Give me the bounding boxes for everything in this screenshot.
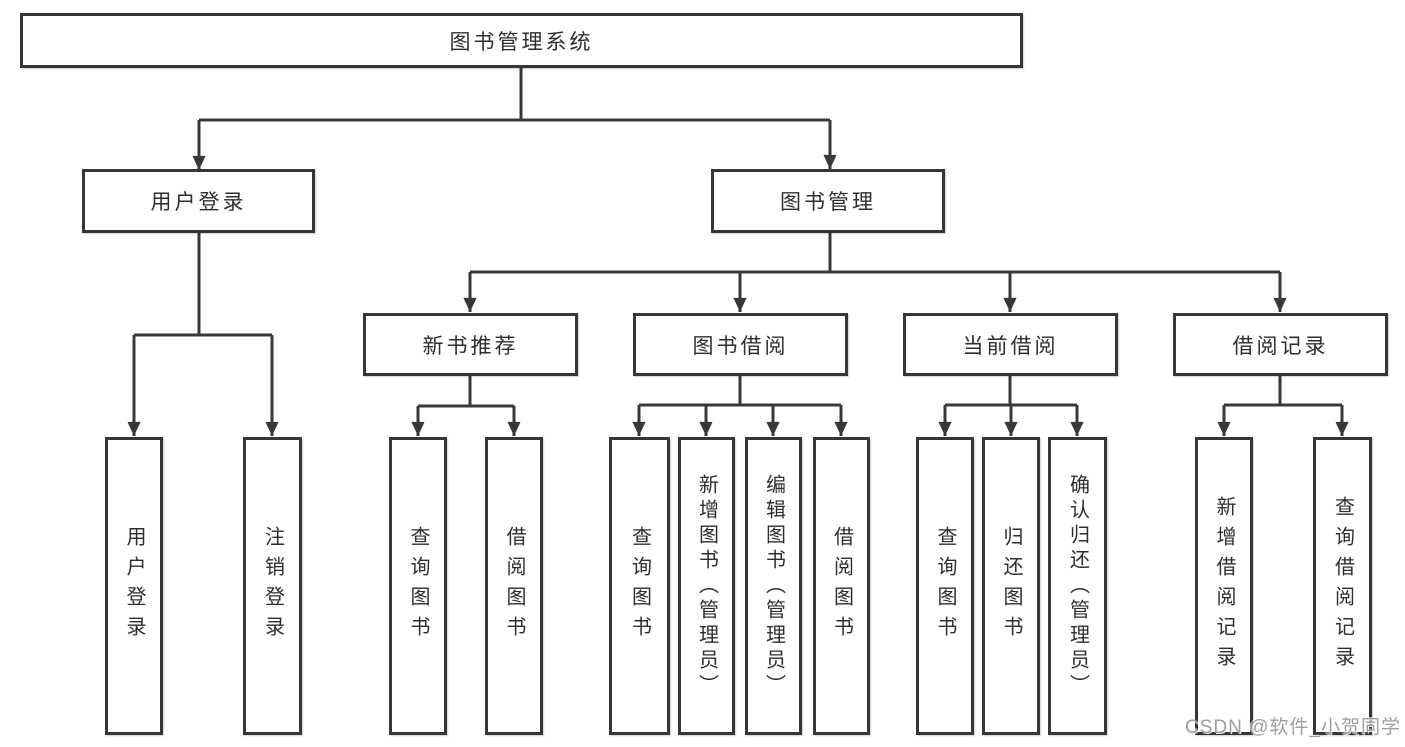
leaf-user-login-1: 注销登录 bbox=[243, 437, 302, 735]
leaf-new-book-0-label: 查询图书 bbox=[407, 526, 429, 646]
leaf-borrow-records-0: 新增借阅记录 bbox=[1195, 437, 1253, 735]
watermark: CSDN @软件_小贺同学 bbox=[1185, 717, 1401, 738]
node-new-book: 新书推荐 bbox=[363, 313, 578, 376]
leaf-book-borrow-2: 编辑图书（管理员） bbox=[745, 437, 802, 735]
node-user-login: 用户登录 bbox=[82, 169, 315, 233]
leaf-current-borrow-1-label: 归还图书 bbox=[1000, 526, 1022, 646]
connector-current-borrow-branch bbox=[938, 376, 1084, 437]
node-book-mgmt: 图书管理 bbox=[711, 169, 945, 233]
leaf-book-borrow-1: 新增图书（管理员） bbox=[678, 437, 735, 735]
leaf-book-borrow-3: 借阅图书 bbox=[813, 437, 870, 735]
node-book-mgmt-label: 图书管理 bbox=[780, 191, 876, 214]
node-root-label: 图书管理系统 bbox=[449, 30, 594, 54]
leaf-book-borrow-0-label: 查询图书 bbox=[628, 526, 651, 646]
leaf-book-borrow-2-label: 编辑图书（管理员） bbox=[762, 473, 785, 699]
node-book-borrow: 图书借阅 bbox=[633, 313, 848, 376]
leaf-current-borrow-2: 确认归还（管理员） bbox=[1048, 437, 1107, 735]
connector-book-mgmt-branch bbox=[463, 233, 1287, 313]
leaf-book-borrow-1-label: 新增图书（管理员） bbox=[695, 473, 718, 699]
leaf-borrow-records-1-label: 查询借阅记录 bbox=[1331, 496, 1354, 676]
node-new-book-label: 新书推荐 bbox=[422, 334, 519, 358]
connector-borrow-records-branch bbox=[1217, 376, 1349, 437]
node-borrow-records-label: 借阅记录 bbox=[1232, 334, 1329, 358]
connector-root-branch bbox=[192, 68, 837, 170]
node-root: 图书管理系统 bbox=[20, 13, 1023, 68]
leaf-book-borrow-3-label: 借阅图书 bbox=[830, 526, 853, 646]
leaf-current-borrow-0: 查询图书 bbox=[916, 437, 974, 735]
node-user-login-label: 用户登录 bbox=[150, 191, 247, 214]
leaf-current-borrow-0-label: 查询图书 bbox=[934, 526, 956, 646]
leaf-user-login-0-label: 用户登录 bbox=[123, 526, 145, 646]
leaf-book-borrow-0: 查询图书 bbox=[609, 437, 670, 735]
connector-user-login-branch bbox=[127, 233, 279, 437]
node-book-borrow-label: 图书借阅 bbox=[692, 334, 789, 358]
leaf-user-login-1-label: 注销登录 bbox=[261, 526, 284, 646]
connector-book-borrow-branch bbox=[632, 376, 848, 437]
leaf-current-borrow-1: 归还图书 bbox=[982, 437, 1040, 735]
leaf-new-book-1-label: 借阅图书 bbox=[503, 526, 525, 646]
node-borrow-records: 借阅记录 bbox=[1173, 313, 1388, 376]
connector-new-book-branch bbox=[411, 376, 521, 437]
leaf-borrow-records-1: 查询借阅记录 bbox=[1313, 437, 1372, 735]
leaf-user-login-0: 用户登录 bbox=[105, 437, 163, 735]
leaf-new-book-1: 借阅图书 bbox=[485, 437, 543, 735]
leaf-current-borrow-2-label: 确认归还（管理员） bbox=[1066, 473, 1089, 699]
node-current-borrow-label: 当前借阅 bbox=[962, 334, 1059, 358]
leaf-new-book-0: 查询图书 bbox=[389, 437, 447, 735]
leaf-borrow-records-0-label: 新增借阅记录 bbox=[1213, 496, 1235, 676]
node-current-borrow: 当前借阅 bbox=[903, 313, 1118, 376]
